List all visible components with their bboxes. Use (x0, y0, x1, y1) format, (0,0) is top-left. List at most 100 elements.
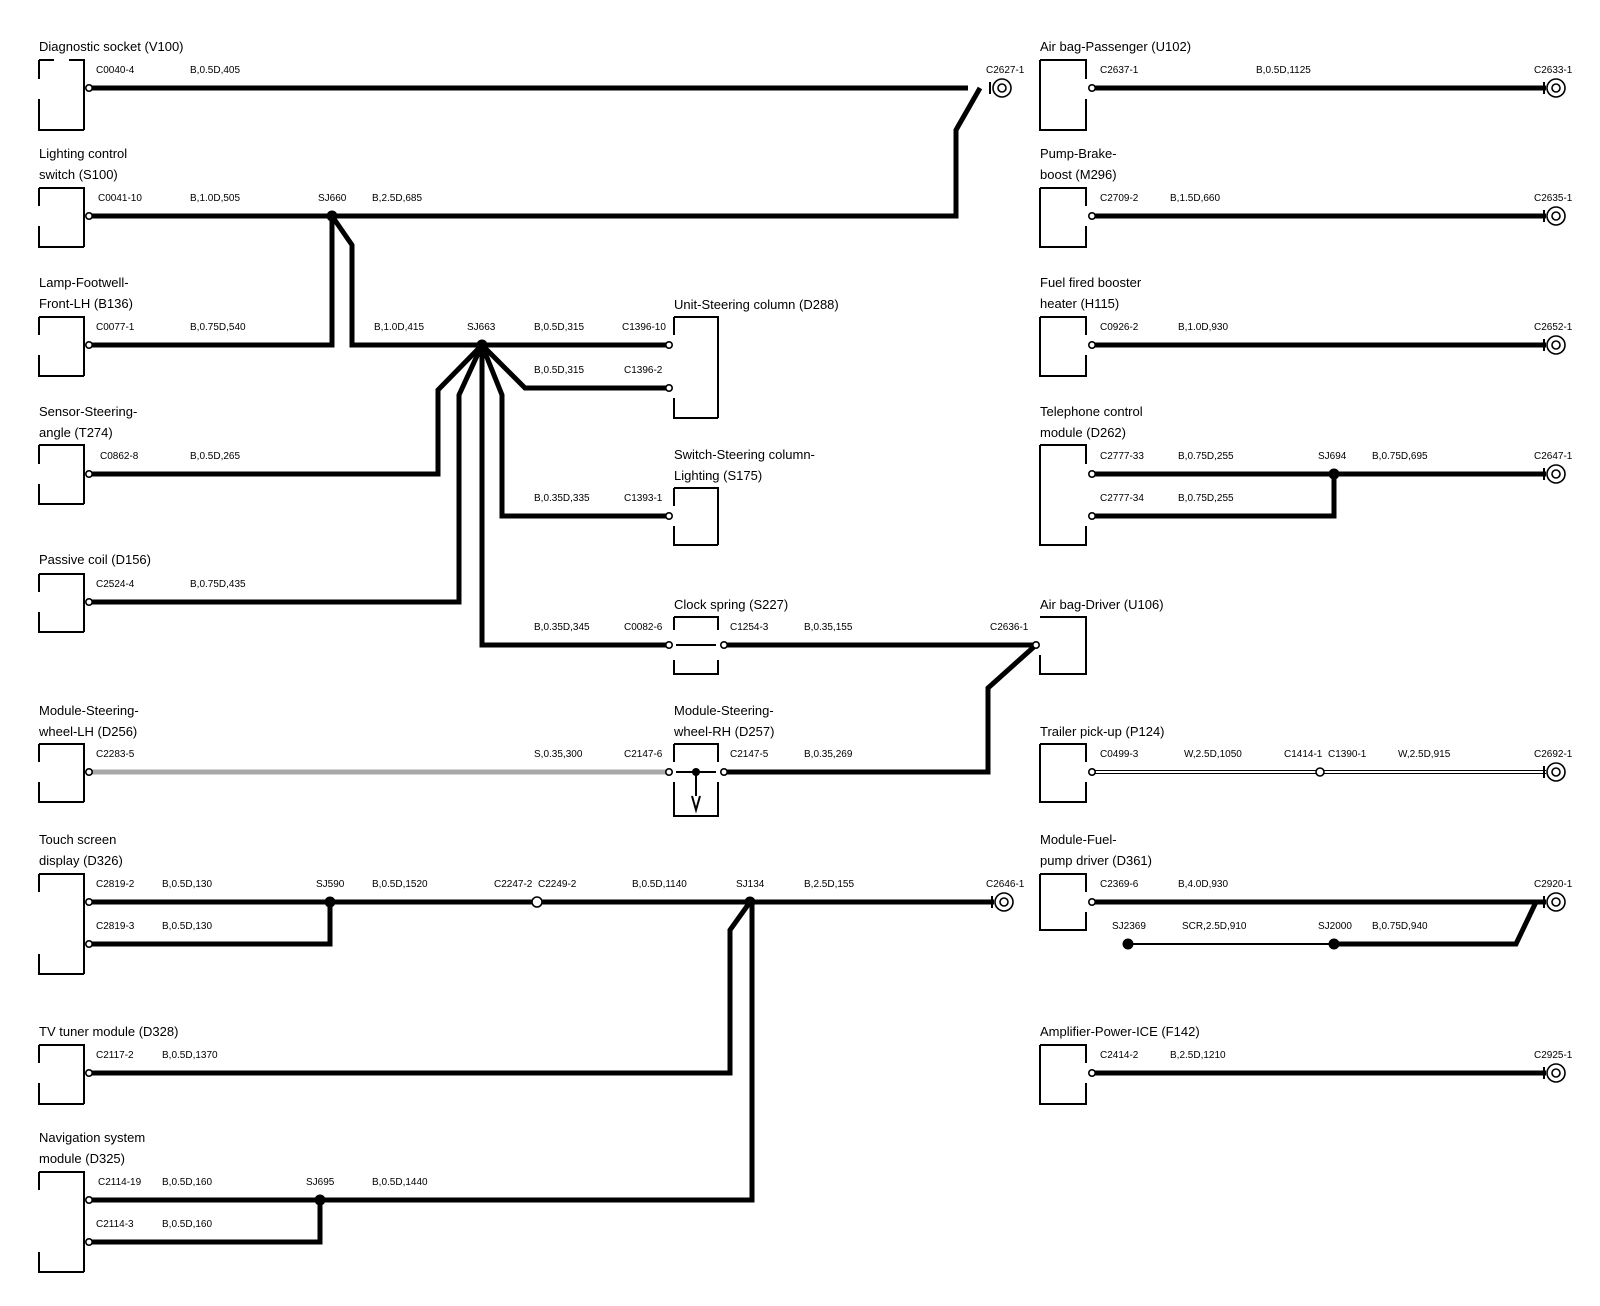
connector-d326 (38, 873, 85, 975)
wire-sj2000 (1334, 900, 1539, 947)
pin-c2414-2 (1088, 1069, 1097, 1078)
pin-c2636-1 (1032, 640, 1041, 649)
wire-d288-2 (480, 343, 668, 391)
label-c2925-1: C2925-1 (1534, 1050, 1573, 1061)
splice-d257-internal (692, 768, 700, 776)
title-d326-line1: Touch screen (39, 832, 116, 847)
pin-c0041-10 (85, 212, 94, 221)
pin-c2114-3 (85, 1238, 94, 1247)
label-wire-d156: B,0.75D,435 (190, 579, 246, 590)
connector-d262 (1039, 444, 1087, 546)
connector-u106 (1039, 616, 1087, 675)
wires (90, 85, 1546, 1245)
label-wire-t274: B,0.5D,265 (190, 451, 240, 462)
connector-s227 (673, 616, 719, 675)
connector-d156 (38, 573, 85, 633)
title-d262-line1: Telephone control (1040, 404, 1143, 419)
connector-d256 (38, 743, 85, 803)
connector-s175 (673, 487, 719, 546)
connector-d257 (673, 743, 719, 817)
connectors (38, 59, 1087, 1273)
eyelet-c2627-1 (989, 78, 1012, 98)
title-s227: Clock spring (S227) (674, 597, 788, 612)
label-wire-sj695: B,0.5D,1440 (372, 1177, 428, 1188)
ground-eyelets (989, 78, 1566, 1083)
title-d328: TV tuner module (D328) (39, 1024, 178, 1039)
splice-sj134 (744, 896, 756, 908)
label-c2819-2: C2819-2 (96, 879, 135, 890)
splice-sj660 (326, 210, 338, 222)
label-c2147-6: C2147-6 (624, 749, 663, 760)
pin-c2709-2 (1088, 212, 1097, 221)
title-d257-line2: wheel-RH (D257) (673, 724, 774, 739)
label-c2777-33: C2777-33 (1100, 451, 1144, 462)
label-c0499-3: C0499-3 (1100, 749, 1139, 760)
pin-c1393-1 (664, 511, 673, 520)
label-wire-d326a: B,0.5D,130 (162, 879, 212, 890)
label-sj2369: SJ2369 (1112, 921, 1146, 932)
label-wire-d262b: B,0.75D,255 (1178, 493, 1234, 504)
label-c0040-4: C0040-4 (96, 65, 135, 76)
pin-c2777-33 (1088, 469, 1097, 478)
label-c2647-1: C2647-1 (1534, 451, 1573, 462)
label-c2819-3: C2819-3 (96, 921, 135, 932)
label-c1414-1: C1414-1 (1284, 749, 1323, 760)
label-c2283-5: C2283-5 (96, 749, 135, 760)
label-sj694: SJ694 (1318, 451, 1347, 462)
title-b136-line2: Front-LH (B136) (39, 296, 133, 311)
title-f142: Amplifier-Power-ICE (F142) (1040, 1024, 1200, 1039)
title-d361-line1: Module-Fuel- (1040, 832, 1117, 847)
pin-c2819-3 (85, 939, 94, 948)
label-c2114-19: C2114-19 (98, 1177, 142, 1188)
label-wire-d325b: B,0.5D,160 (162, 1219, 212, 1230)
label-c2777-34: C2777-34 (1100, 493, 1144, 504)
pin-c1396-2 (664, 383, 673, 392)
pin-c1396-10 (664, 340, 673, 349)
label-c2247-2: C2247-2 (494, 879, 533, 890)
label-sj134: SJ134 (736, 879, 765, 890)
splice-sj695 (314, 1194, 326, 1206)
pin-c2819-2 (85, 897, 94, 906)
label-c1390-1: C1390-1 (1328, 749, 1367, 760)
label-wire-v100: B,0.5D,405 (190, 65, 240, 76)
label-c2249-2: C2249-2 (538, 879, 577, 890)
splice-sj2000 (1328, 938, 1340, 950)
eyelet-c2633-1 (1543, 78, 1566, 98)
title-v100: Diagnostic socket (V100) (39, 39, 184, 54)
label-c2709-2: C2709-2 (1100, 193, 1139, 204)
label-c2636-1: C2636-1 (990, 622, 1029, 633)
eyelet-c2647-1 (1543, 464, 1566, 484)
pin-c0499-3 (1088, 767, 1097, 776)
connector-s100 (38, 187, 85, 248)
wire-labels: C0040-4 B,0.5D,405 C2627-1 C0041-10 B,1.… (96, 65, 1573, 1230)
pins (85, 84, 1325, 1247)
label-wire-scr: SCR,2.5D,910 (1182, 921, 1247, 932)
pin-c2247-2 (531, 896, 543, 908)
wire-d257 (726, 643, 1038, 775)
title-u106: Air bag-Driver (U106) (1040, 597, 1164, 612)
title-p124: Trailer pick-up (P124) (1040, 724, 1165, 739)
wire-d156 (90, 343, 485, 605)
label-wire-d256: S,0.35,300 (534, 749, 583, 760)
title-t274-line1: Sensor-Steering- (39, 404, 137, 419)
pin-c0082-6 (664, 640, 673, 649)
label-wire-u102: B,0.5D,1125 (1256, 65, 1311, 76)
pin-c2283-5 (85, 767, 94, 776)
eyelet-c2925-1 (1543, 1063, 1566, 1083)
pin-c2147-6 (664, 767, 673, 776)
label-sj663: SJ663 (467, 322, 496, 333)
eyelet-c2692-1 (1543, 762, 1566, 782)
wire-b136 (90, 216, 335, 348)
wire-s100 (90, 86, 983, 219)
label-c0041-10: C0041-10 (98, 193, 142, 204)
label-wire-sj663a: B,1.0D,415 (374, 322, 424, 333)
connector-d361 (1039, 873, 1087, 931)
wire-d326-b (90, 902, 333, 947)
label-wire-p124b: W,2.5D,915 (1398, 749, 1451, 760)
connector-t274 (38, 444, 85, 505)
title-t274-line2: angle (T274) (39, 425, 113, 440)
label-wire-sj590: B,0.5D,1520 (372, 879, 428, 890)
connector-b136 (38, 316, 85, 377)
label-wire-d328: B,0.5D,1370 (162, 1050, 218, 1061)
